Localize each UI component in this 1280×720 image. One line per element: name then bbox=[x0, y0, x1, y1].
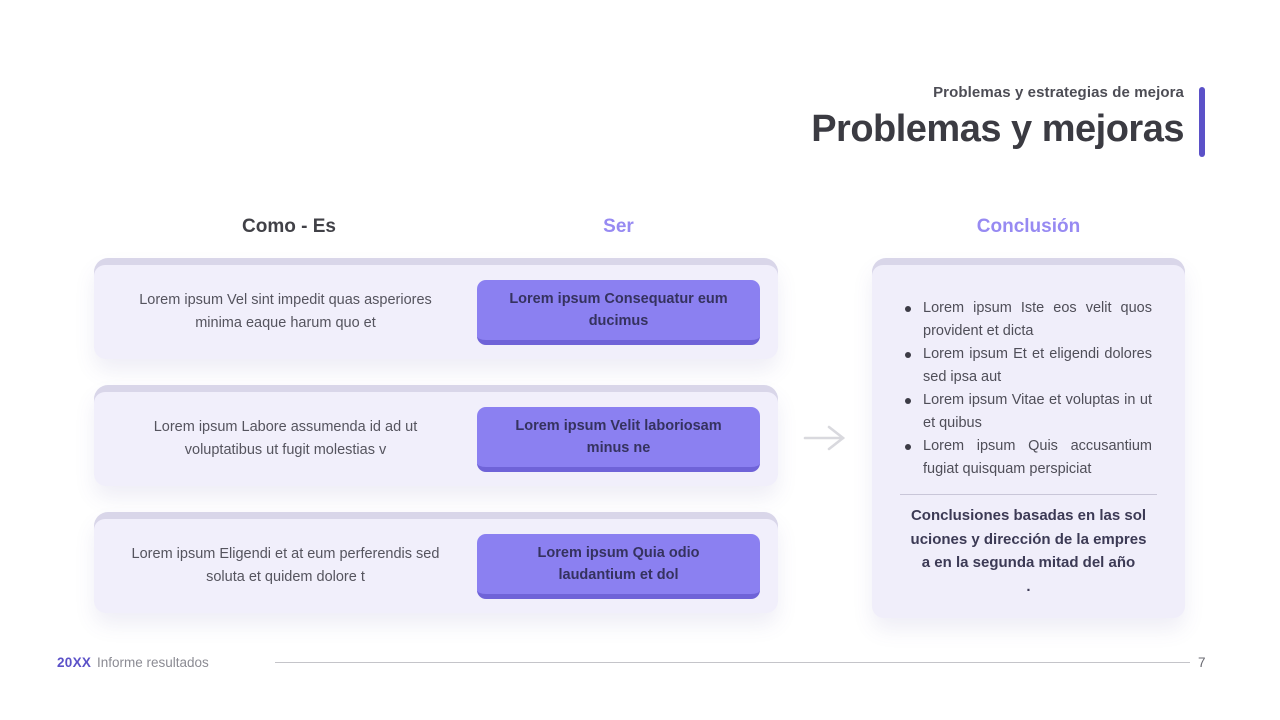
conclusion-card: Lorem ipsum Iste eos velit quos providen… bbox=[872, 258, 1185, 618]
problem-rows: Lorem ipsum Vel sint impedit quas asperi… bbox=[94, 258, 778, 613]
title-accent-bar bbox=[1199, 87, 1205, 157]
conclusion-summary-period: . bbox=[1026, 577, 1031, 595]
bullet-icon bbox=[905, 352, 911, 358]
column-header-ser: Ser bbox=[603, 216, 634, 237]
right-arrow-icon bbox=[803, 425, 846, 451]
list-item: Lorem ipsum Et et eligendi dolores sed i… bbox=[905, 343, 1152, 389]
problem-card-2: Lorem ipsum Labore assumenda id ad ut vo… bbox=[94, 385, 778, 486]
problem-text-2: Lorem ipsum Labore assumenda id ad ut vo… bbox=[153, 419, 418, 458]
problem-card-1: Lorem ipsum Vel sint impedit quas asperi… bbox=[94, 258, 778, 359]
bullet-icon bbox=[905, 398, 911, 404]
conclusion-bullet-list: Lorem ipsum Iste eos velit quos providen… bbox=[905, 297, 1152, 481]
bullet-icon bbox=[905, 306, 911, 312]
list-item: Lorem ipsum Vitae et voluptas in ut et q… bbox=[905, 389, 1152, 435]
page-title: Problemas y mejoras bbox=[811, 108, 1184, 150]
bullet-icon bbox=[905, 444, 911, 450]
conclusion-summary: Conclusiones basadas en las soluciones y… bbox=[910, 507, 1147, 571]
list-item: Lorem ipsum Iste eos velit quos providen… bbox=[905, 297, 1152, 343]
conclusion-divider bbox=[900, 494, 1157, 495]
footer-label: Informe resultados bbox=[97, 655, 209, 670]
column-header-como-es: Como - Es bbox=[242, 216, 336, 237]
page-number: 7 bbox=[1198, 655, 1206, 670]
header-block: Problemas y estrategias de mejora Proble… bbox=[811, 84, 1184, 151]
footer-divider-line bbox=[275, 662, 1190, 663]
solution-button-3[interactable]: Lorem ipsum Quia odio laudantium et dol bbox=[477, 533, 760, 599]
problem-card-3: Lorem ipsum Eligendi et at eum perferend… bbox=[94, 512, 778, 613]
footer-year: 20XX bbox=[57, 655, 92, 670]
solution-button-2[interactable]: Lorem ipsum Velit laboriosam minus ne bbox=[477, 406, 760, 472]
problem-text-3: Lorem ipsum Eligendi et at eum perferend… bbox=[131, 546, 440, 585]
list-item: Lorem ipsum Quis accusantium fugiat quis… bbox=[905, 435, 1152, 481]
column-header-conclusion: Conclusión bbox=[976, 216, 1081, 237]
header-eyebrow: Problemas y estrategias de mejora bbox=[933, 84, 1184, 101]
solution-button-1[interactable]: Lorem ipsum Consequatur eum ducimus bbox=[477, 279, 760, 345]
problem-text-1: Lorem ipsum Vel sint impedit quas asperi… bbox=[139, 292, 432, 331]
